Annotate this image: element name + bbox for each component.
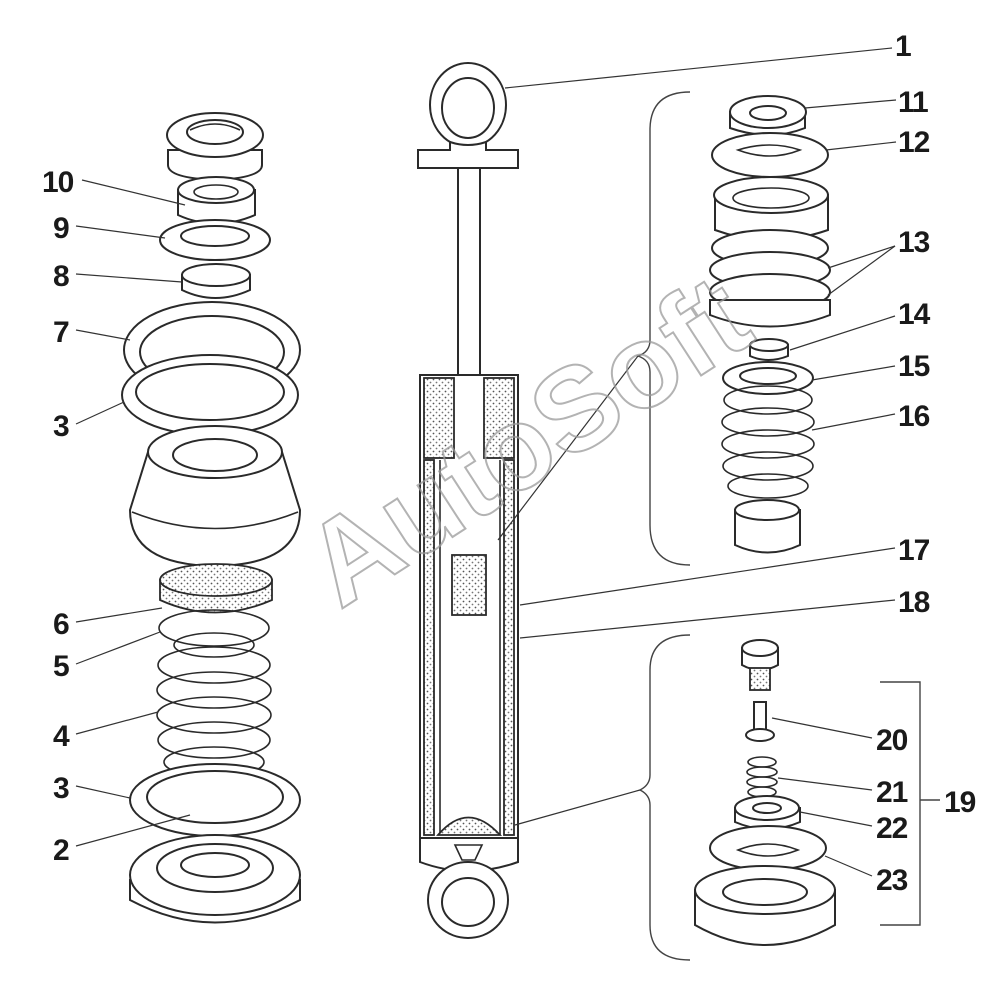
- svg-text:AutoSoft: AutoSoft: [282, 250, 772, 632]
- part-3-upper-ring: [121, 354, 299, 436]
- callout-17: 17: [898, 534, 930, 567]
- part-21-spring: [746, 756, 778, 798]
- callout-22: 22: [876, 812, 908, 845]
- callout-15: 15: [898, 350, 930, 383]
- left-parts-stack: [121, 112, 302, 924]
- part-6-seat: [159, 563, 273, 614]
- top-cap-part: [166, 112, 264, 182]
- callout-14: 14: [898, 298, 931, 331]
- part-23-disc: [709, 825, 827, 871]
- part-8-bushing: [181, 263, 251, 299]
- bottom-eye: [419, 816, 519, 939]
- callout-5: 5: [53, 650, 69, 683]
- dust-cover-cup: [128, 425, 302, 568]
- part-12-disc: [711, 132, 829, 178]
- part-16-spring: [721, 385, 815, 499]
- piston-valve-group: [635, 91, 831, 566]
- callout-3-upper: 3: [53, 410, 69, 443]
- part-9-washer: [159, 219, 271, 261]
- callout-20: 20: [876, 724, 908, 757]
- callout-13: 13: [898, 226, 930, 259]
- callout-16: 16: [898, 400, 930, 433]
- part-2-bottom-seat: [129, 834, 301, 924]
- valve-body: [694, 865, 836, 946]
- top-eye: [417, 62, 519, 169]
- callout-11: 11: [898, 86, 928, 119]
- outer-tube: [419, 374, 519, 839]
- callout-3-lower: 3: [53, 772, 69, 805]
- group-19-bracket: [880, 681, 940, 926]
- valve-base: [734, 499, 801, 554]
- callout-19: 19: [944, 786, 976, 819]
- part-10-nut: [177, 176, 256, 225]
- watermark: AutoSoft: [281, 249, 773, 633]
- callout-18: 18: [898, 586, 930, 619]
- part-15-washer: [722, 361, 814, 395]
- callout-12: 12: [898, 126, 930, 159]
- part-3-lower-ring: [129, 763, 301, 837]
- piston-body: [713, 176, 829, 241]
- callout-labels: 10 9 8 7 3 6 5 4 3 2 1 11 12 13 14 15 16…: [42, 30, 977, 897]
- callout-10: 10: [42, 166, 74, 199]
- callout-1: 1: [895, 30, 911, 63]
- coil-spring: [156, 609, 272, 778]
- leader-lines: [75, 47, 897, 877]
- part-20-valve-stem: [741, 639, 779, 742]
- callout-9: 9: [53, 212, 69, 245]
- callout-8: 8: [53, 260, 69, 293]
- callout-2: 2: [53, 834, 69, 867]
- part-13-rings: [709, 229, 831, 328]
- part-11-nut: [729, 95, 807, 136]
- compression-valve-group: [638, 634, 940, 961]
- callout-23: 23: [876, 864, 908, 897]
- callout-4: 4: [53, 720, 70, 753]
- part-22-washer: [734, 795, 801, 830]
- callout-21: 21: [876, 776, 908, 809]
- callout-7: 7: [53, 316, 69, 349]
- callout-6: 6: [53, 608, 69, 641]
- shock-absorber-assembly: [417, 62, 519, 939]
- part-14-bushing: [749, 338, 789, 361]
